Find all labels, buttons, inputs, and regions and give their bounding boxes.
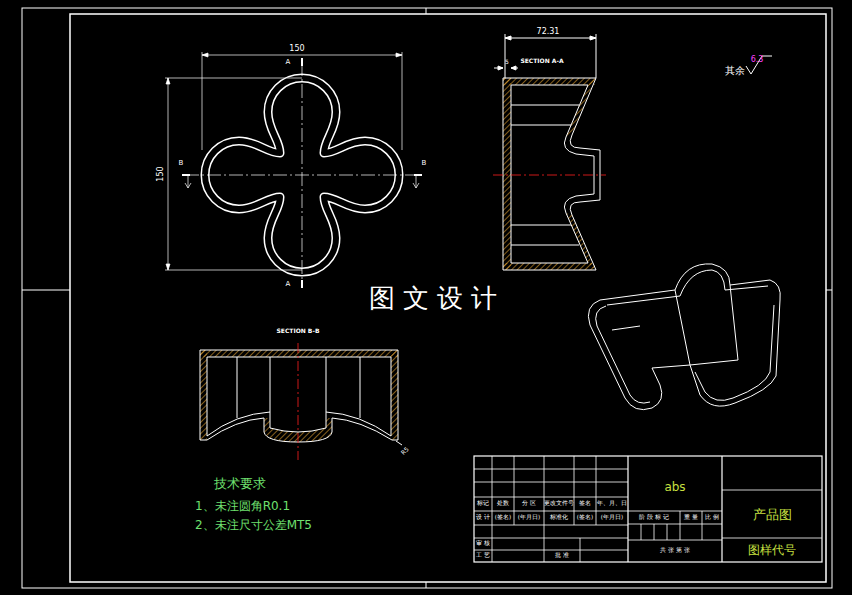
table-cell: 共 张 第 张 [660,548,689,554]
table-cell: 阶 段 标 记 [639,515,668,521]
table-cell: 更改文件号 [544,501,574,507]
dimension-text: 72.31 [537,28,560,36]
section-title: SECTION A-A [520,58,563,64]
table-cell: 处数 [497,501,509,507]
section-mark: A [286,59,291,66]
section-title: SECTION B-B [277,328,320,334]
table-cell: 签名 [579,501,591,507]
table-cell: 工 艺 [476,553,490,559]
table-cell: (年月日) [601,515,623,521]
table-cell: 重 量 [684,515,698,521]
dimension-text: 5 [505,59,509,65]
note-heading: 技术要求 [214,477,266,490]
drawing-name: 产品图 [753,508,792,521]
section-mark: B [422,160,427,167]
table-cell: (年月日) [518,515,540,521]
outer-frame [22,8,832,588]
note-text: 2、未注尺寸公差MT5 [195,519,312,531]
table-cell: 比 例 [705,515,719,521]
dimension-text: 150 [157,166,165,181]
section-mark: B [179,160,184,167]
roughness-symbol [746,56,772,74]
table-cell: 标记 [477,501,489,507]
front-view [165,52,422,288]
section-mark: A [286,281,291,288]
table-cell: 年、月、日 [597,501,627,507]
isometric-view [588,264,780,410]
table-cell: 设 计 [476,515,490,521]
table-cell: (签名) [577,515,593,521]
roughness-value: 6.3 [751,56,764,64]
dimension-text: R5 [400,446,410,456]
roughness-note: 其余 [725,66,745,76]
section-a-a [493,34,606,270]
section-b-b [200,343,402,460]
inner-frame [70,14,826,582]
table-cell: 标准化 [550,515,568,521]
note-text: 1、未注圆角R0.1 [195,500,290,512]
watermark: 图 文 设 计 [369,285,498,311]
title-block [474,456,822,562]
table-cell: 批 准 [555,553,569,559]
table-cell: 审 核 [476,541,490,547]
table-cell: 分 区 [522,501,536,507]
material-text: abs [664,481,685,493]
drawing-number: 图样代号 [748,544,796,556]
table-cell: (签名) [495,515,511,521]
dimension-text: 150 [289,45,304,53]
